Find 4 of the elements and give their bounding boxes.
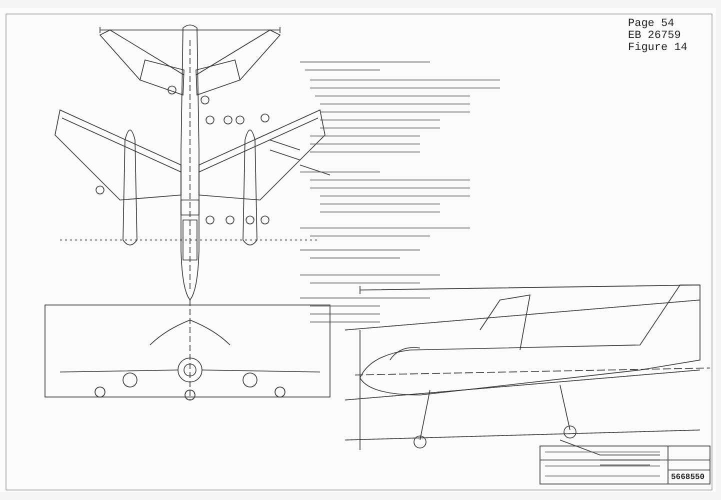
page-number: Page 54 [628,18,674,30]
figure-number: Figure 14 [628,42,688,54]
document-number: EB 26759 [628,30,681,42]
drawing-number: 5668550 [671,472,705,484]
